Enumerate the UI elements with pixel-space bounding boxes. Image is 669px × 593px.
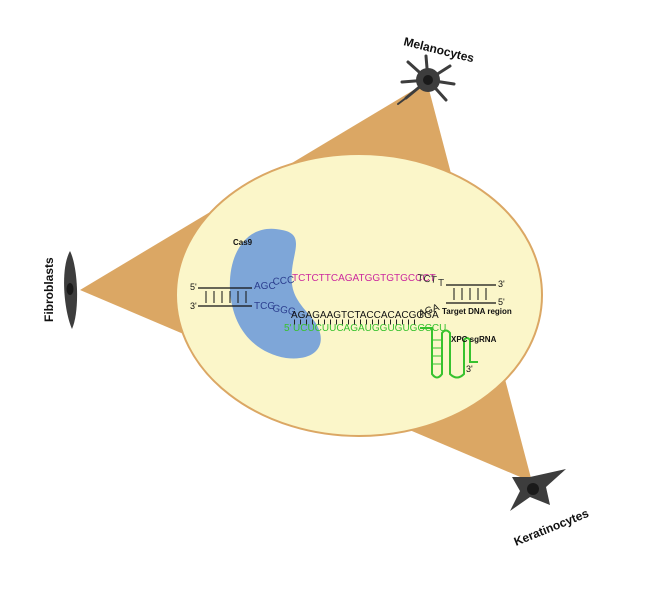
dna-top-left-end: 5' xyxy=(190,282,197,292)
bottom-strand-sequence: AGAGAAGTCTACCACACGGGA xyxy=(291,310,439,321)
top-strand-suffix-t: T xyxy=(438,278,444,289)
sgrna-five-prime: 5' xyxy=(284,323,292,334)
bottom-strand-prefix-ggg: GGG xyxy=(271,303,296,318)
cas9-protein xyxy=(229,228,321,359)
top-strand-prefix-blue: AGC xyxy=(254,281,276,292)
fibroblasts-label: Fibroblasts xyxy=(42,257,56,322)
keratinocytes-label: Keratinocytes xyxy=(512,506,591,549)
left-dna-duplex xyxy=(198,287,252,307)
sgrna-label: XPC sgRNA xyxy=(451,335,497,344)
dna-top-right-end: 3' xyxy=(498,279,505,289)
cas9-label: Cas9 xyxy=(233,238,253,247)
top-strand-target-sequence: TCTCTTCAGATGGTGTGCCCT xyxy=(292,273,436,284)
top-strand-prefix-ccc: CCC xyxy=(272,275,295,288)
sgrna-three-prime: 3' xyxy=(466,364,473,374)
dna-bottom-right-end: 5' xyxy=(498,297,505,307)
dna-bottom-left-end: 3' xyxy=(190,301,197,311)
bottom-strand-prefix-blue: TCG xyxy=(254,301,275,312)
sgrna-scaffold-stemloops xyxy=(420,327,478,379)
melanocytes-label: Melanocytes xyxy=(402,34,476,65)
right-dna-duplex xyxy=(446,284,496,304)
fibroblast-cell-icon xyxy=(64,251,78,329)
target-dna-region-label: Target DNA region xyxy=(442,307,512,316)
sgrna-stem-rungs xyxy=(432,339,442,365)
sgrna-sequence: UCUCUUCAGAUGGUGUGCCCU xyxy=(293,323,446,334)
top-strand-suffix-tct: TCT xyxy=(417,273,437,286)
melanocyte-cell-icon xyxy=(397,54,456,105)
keratinocyte-cell-icon xyxy=(510,469,566,511)
